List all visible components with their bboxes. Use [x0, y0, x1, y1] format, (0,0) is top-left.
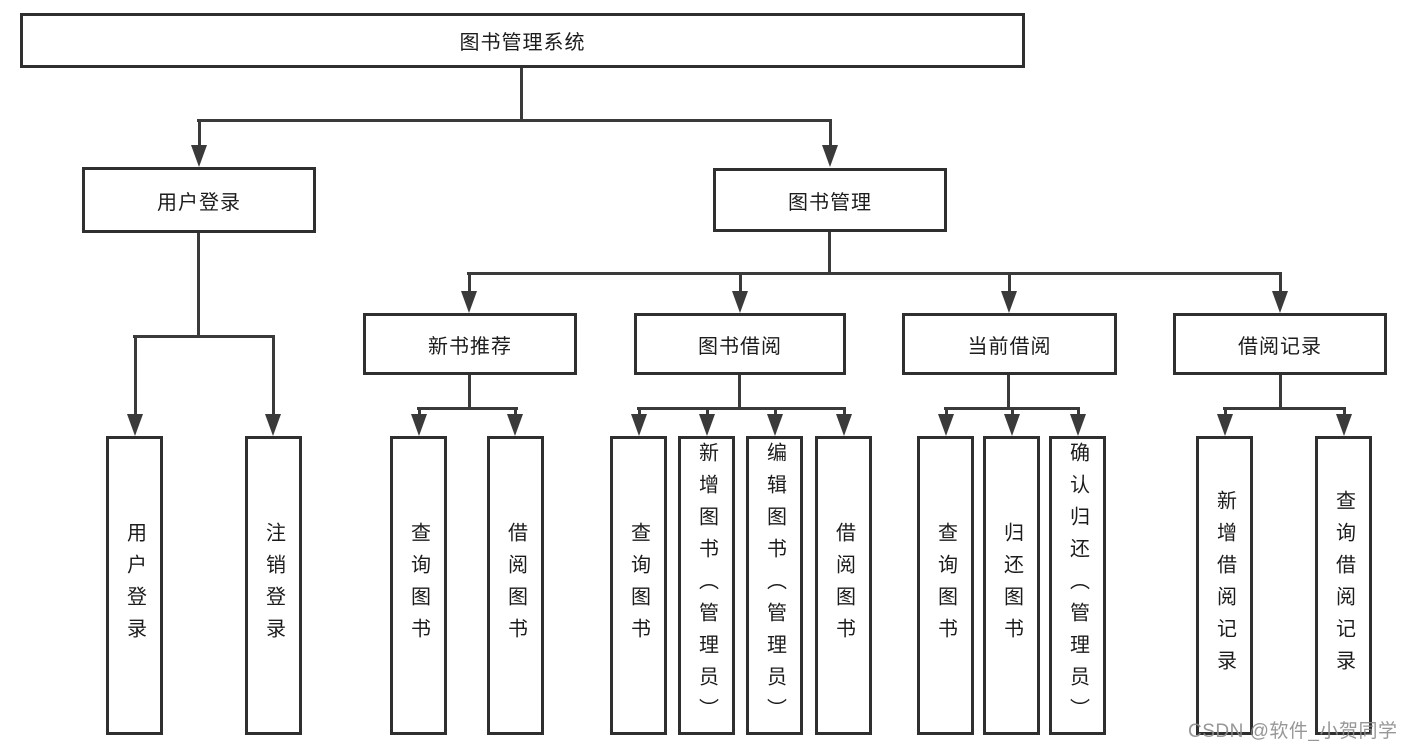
connector-line	[638, 407, 641, 420]
connector-line	[520, 68, 523, 122]
connector-line	[468, 375, 471, 410]
arrow-down-icon	[191, 145, 207, 167]
arrow-down-icon	[1001, 291, 1017, 313]
leaf-query-borrow-record: 查询借阅记录	[1315, 436, 1372, 735]
leaf-borrow-books: 借阅图书	[815, 436, 872, 735]
connector-line	[945, 407, 948, 420]
arrow-down-icon	[732, 291, 748, 313]
arrow-down-icon	[461, 291, 477, 313]
connector-line	[828, 232, 831, 275]
arrow-down-icon	[1272, 291, 1288, 313]
leaf-return-books: 归还图书	[983, 436, 1040, 735]
connector-line	[133, 335, 275, 338]
connector-line	[1279, 375, 1282, 410]
connector-line	[1008, 272, 1011, 297]
connector-line	[467, 272, 1282, 275]
connector-line	[197, 119, 832, 122]
arrow-down-icon	[1217, 414, 1233, 436]
arrow-down-icon	[699, 414, 715, 436]
connector-line	[1279, 272, 1282, 297]
arrow-down-icon	[822, 145, 838, 167]
connector-line	[829, 119, 832, 151]
arrow-down-icon	[265, 414, 281, 436]
node-new-book-recommend: 新书推荐	[363, 313, 577, 375]
arrow-down-icon	[767, 414, 783, 436]
connector-line	[1224, 407, 1227, 420]
node-borrow-records: 借阅记录	[1173, 313, 1387, 375]
connector-line	[1011, 407, 1014, 420]
connector-line	[198, 119, 201, 151]
node-book-management: 图书管理	[713, 168, 947, 232]
node-user-login: 用户登录	[82, 167, 316, 233]
connector-line	[774, 407, 777, 420]
connector-line	[134, 335, 137, 420]
leaf-add-borrow-record: 新增借阅记录	[1196, 436, 1253, 735]
connector-line	[197, 233, 200, 337]
connector-line	[739, 272, 742, 297]
connector-line	[1077, 407, 1080, 420]
leaf-user-login: 用户登录	[106, 436, 163, 735]
connector-line	[1343, 407, 1346, 420]
arrow-down-icon	[507, 414, 523, 436]
leaf-add-books-admin: 新增图书（管理员）	[678, 436, 735, 735]
leaf-query-books-borrow: 查询图书	[610, 436, 667, 735]
connector-line	[272, 335, 275, 420]
leaf-query-books-current: 查询图书	[917, 436, 974, 735]
node-book-borrow: 图书借阅	[634, 313, 846, 375]
leaf-borrow-books-recommend: 借阅图书	[487, 436, 544, 735]
arrow-down-icon	[631, 414, 647, 436]
connector-line	[468, 272, 471, 297]
connector-line	[1007, 375, 1010, 410]
connector-line	[843, 407, 846, 420]
leaf-logout: 注销登录	[245, 436, 302, 735]
connector-line	[514, 407, 517, 420]
node-current-borrow: 当前借阅	[902, 313, 1117, 375]
connector-line	[637, 407, 846, 410]
connector-line	[706, 407, 709, 420]
arrow-down-icon	[836, 414, 852, 436]
arrow-down-icon	[1070, 414, 1086, 436]
arrow-down-icon	[938, 414, 954, 436]
arrow-down-icon	[127, 414, 143, 436]
connector-line	[418, 407, 421, 420]
connector-line	[738, 375, 741, 410]
csdn-watermark: CSDN @软件_小贺同学	[1188, 721, 1398, 742]
arrow-down-icon	[411, 414, 427, 436]
connector-line	[417, 407, 518, 410]
node-library-system: 图书管理系统	[20, 13, 1025, 68]
leaf-edit-books-admin: 编辑图书（管理员）	[746, 436, 803, 735]
leaf-query-books-recommend: 查询图书	[390, 436, 447, 735]
connector-line	[1223, 407, 1346, 410]
arrow-down-icon	[1336, 414, 1352, 436]
leaf-confirm-return-admin: 确认归还（管理员）	[1049, 436, 1106, 735]
arrow-down-icon	[1004, 414, 1020, 436]
